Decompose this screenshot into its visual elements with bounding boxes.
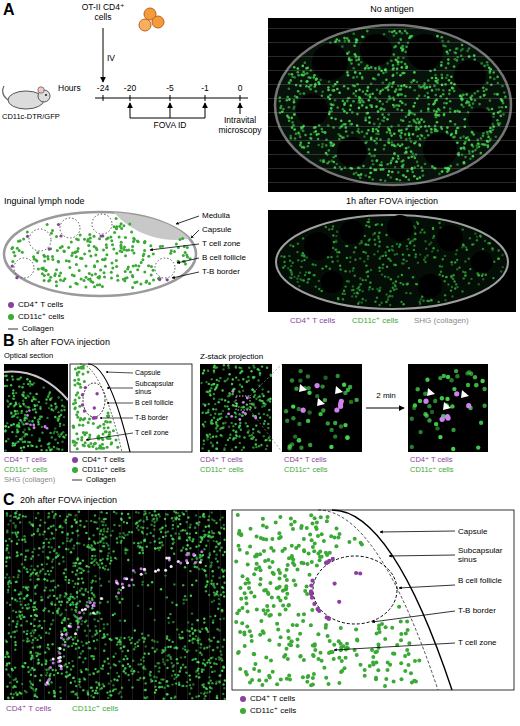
figure-page: No antigenInguinal lymph node1h after FO… xyxy=(0,0,520,726)
